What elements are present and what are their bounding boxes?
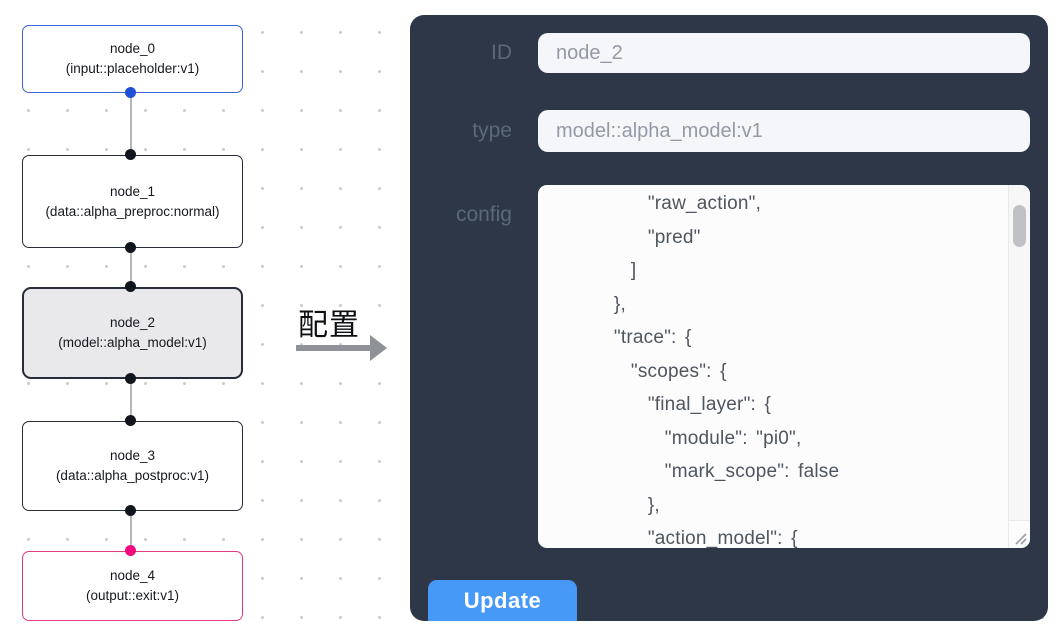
node-id: node_4 [109,568,156,583]
id-field-label: ID [491,41,512,64]
edge-node1-node2 [130,248,132,287]
node-id: node_0 [109,41,156,56]
node-type-label: (data::alpha_preproc:normal) [45,203,220,219]
port-node1-in[interactable] [125,149,136,160]
config-annotation-label: 配置 [298,309,360,342]
port-node4-in[interactable] [125,545,136,556]
config-textarea[interactable]: "raw_action", "pred" ] }, "trace": { "sc… [538,185,1030,548]
port-node3-out[interactable] [125,505,136,516]
node-id: node_3 [109,448,156,463]
port-node3-in[interactable] [125,415,136,426]
config-field-label: config [455,203,512,226]
port-node2-out[interactable] [125,373,136,384]
node-type-label: (data::alpha_postproc:v1) [55,468,210,483]
config-scrollbar-track[interactable] [1008,185,1030,521]
node-id: node_2 [109,315,156,330]
flow-node-4[interactable]: node_4 (output::exit:v1) [22,551,243,621]
node-config-panel: ID type config "raw_action", "pred" ] },… [410,15,1048,621]
node-type-label: (model::alpha_model:v1) [58,335,207,350]
node-type-label: (output::exit:v1) [85,588,180,603]
id-input[interactable] [538,33,1030,73]
port-node0-out[interactable] [125,87,136,98]
node-type-label: (input::placeholder:v1) [65,61,200,76]
config-json-text[interactable]: "raw_action", "pred" ] }, "trace": { "sc… [613,193,840,548]
config-scrollbar-thumb[interactable] [1013,205,1026,247]
flow-node-0[interactable]: node_0 (input::placeholder:v1) [22,25,243,93]
type-field-label: type [472,119,512,142]
edge-node0-node1 [130,93,132,155]
flow-node-2-selected[interactable]: node_2 (model::alpha_model:v1) [22,287,243,379]
update-button[interactable]: Update [428,580,577,621]
flow-node-1[interactable]: node_1 (data::alpha_preproc:normal) [22,155,243,248]
flow-node-3[interactable]: node_3 (data::alpha_postproc:v1) [22,421,243,511]
right-arrow-icon [296,335,388,361]
type-input[interactable] [538,110,1030,152]
port-node2-in[interactable] [125,281,136,292]
node-id: node_1 [109,183,156,199]
edge-node2-node3 [130,379,132,421]
textarea-resize-handle-icon[interactable] [1008,520,1030,548]
edge-node3-node4 [130,511,132,551]
port-node1-out[interactable] [125,242,136,253]
